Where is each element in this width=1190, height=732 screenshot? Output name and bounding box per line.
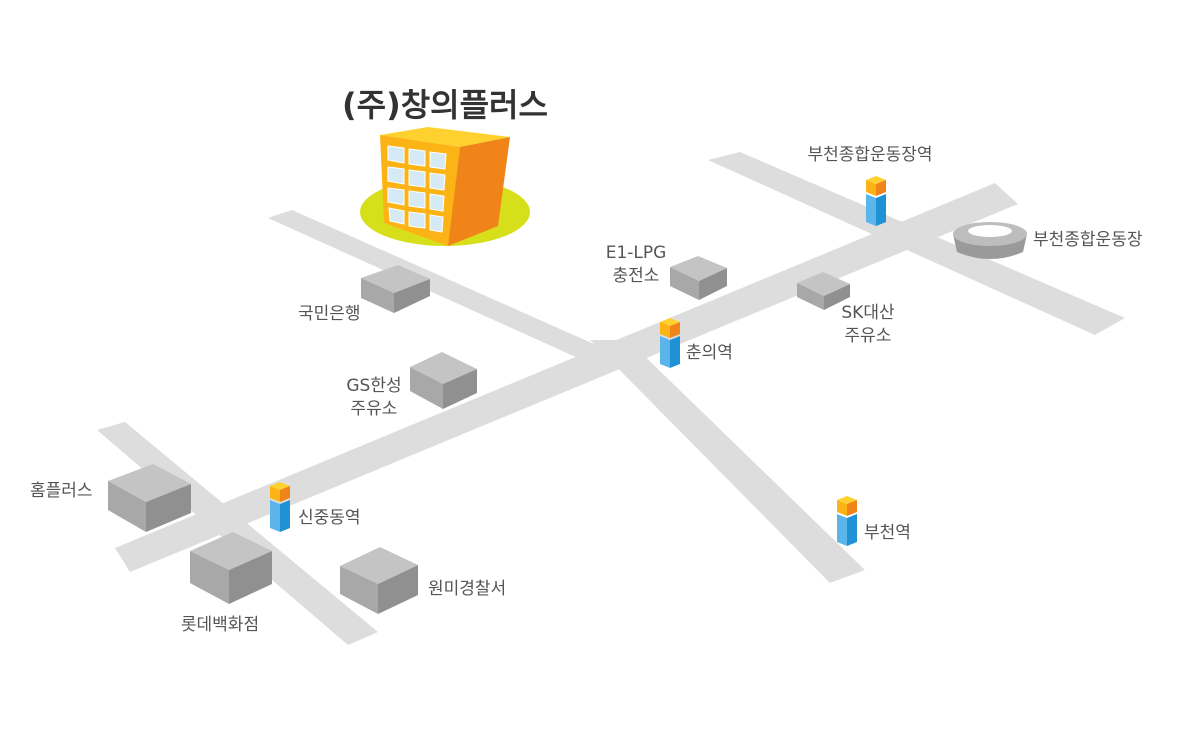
building-homeplus	[108, 464, 191, 532]
station-marker-stadium	[866, 176, 886, 226]
building-gs	[410, 352, 477, 409]
station-marker-chunui	[660, 318, 680, 368]
label-homeplus: 홈플러스	[30, 481, 93, 501]
label-lotte-dept: 롯데백화점	[181, 615, 259, 635]
building-wonmi-police	[340, 547, 418, 614]
label-sk-line1: SK대산	[841, 303, 895, 323]
company-windows	[387, 145, 447, 233]
label-sk-line2: 주유소	[845, 326, 892, 346]
stadium-icon	[953, 222, 1027, 259]
label-bucheon-station: 부천역	[864, 523, 911, 543]
road-to-bucheon-station	[590, 340, 865, 583]
label-chunui-station: 춘의역	[686, 343, 733, 363]
company-building	[360, 127, 530, 246]
label-e1-lpg-line2: 충전소	[613, 266, 660, 286]
label-kookmin-bank: 국민은행	[298, 304, 361, 324]
label-wonmi-police: 원미경찰서	[428, 579, 506, 599]
company-building-side	[448, 137, 510, 246]
road-lower-left	[97, 422, 378, 645]
label-gs-line2: 주유소	[351, 399, 398, 419]
building-lotte-dept	[190, 532, 272, 604]
building-e1-lpg	[670, 256, 727, 300]
road-main-diagonal	[115, 183, 1018, 572]
station-marker-sinjung	[270, 482, 290, 532]
label-gs-line1: GS한성	[346, 376, 401, 396]
label-bucheon-stadium: 부천종합운동장	[1033, 230, 1143, 250]
company-name: (주)창의플러스	[342, 86, 548, 124]
company-building-top	[380, 127, 510, 147]
label-bucheon-stadium-station: 부천종합운동장역	[807, 145, 932, 165]
building-sk	[797, 272, 850, 310]
road-upper-left	[268, 210, 630, 368]
label-sinjung-station: 신중동역	[298, 508, 361, 528]
road-stadium-cross	[708, 152, 1125, 335]
label-e1-lpg-line1: E1-LPG	[606, 243, 667, 263]
station-marker-bucheon	[837, 496, 857, 546]
labels: 부천종합운동장역 부천종합운동장 E1-LPG 충전소 SK대산 주유소 춘의역…	[30, 145, 1143, 635]
building-kookmin-bank	[361, 265, 430, 313]
